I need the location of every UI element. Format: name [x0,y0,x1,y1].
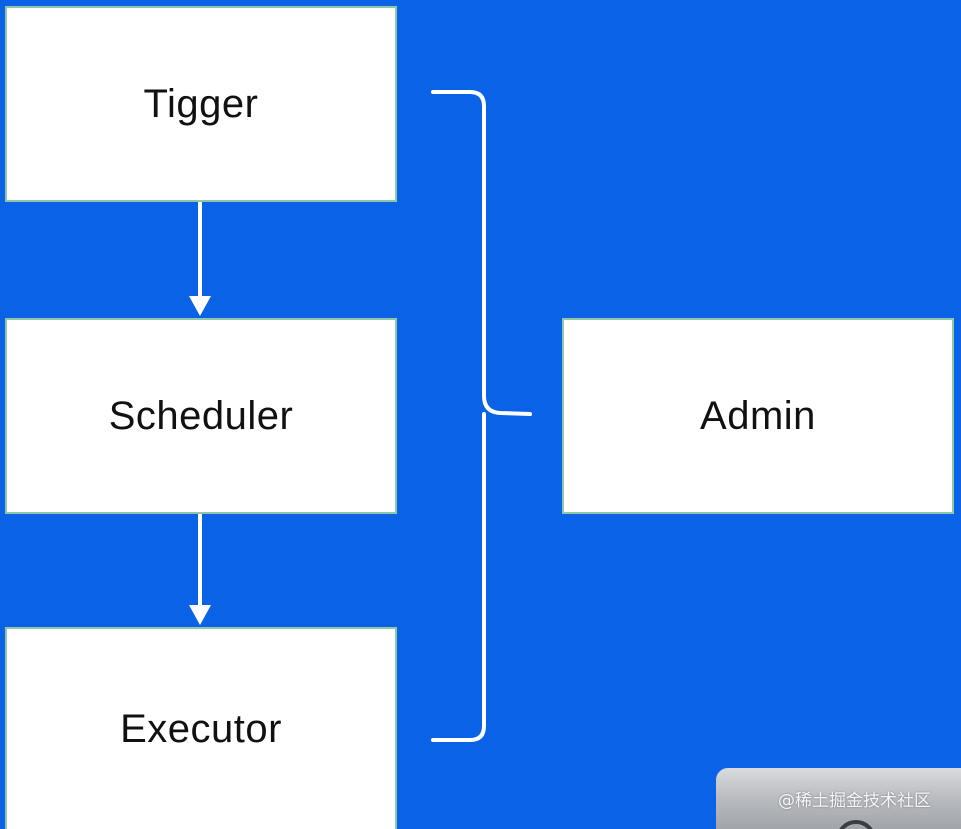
scheduler-node: Scheduler [5,318,397,514]
executor-node-label: Executor [120,707,282,751]
arrowhead-scheduler [189,296,211,316]
trigger-node: Tigger [5,6,397,202]
arrowhead-executor [189,605,211,625]
admin-node: Admin [562,318,954,514]
executor-node: Executor [5,627,397,829]
watermark-badge: @稀土掘金技术社区 [716,768,961,829]
trigger-node-label: Tigger [143,81,259,126]
admin-node-label: Admin [700,393,816,438]
watermark-text: @稀土掘金技术社区 [778,791,931,811]
watermark-circle-icon [836,820,876,829]
brace-connector [431,90,532,742]
scheduler-node-label: Scheduler [108,393,294,438]
